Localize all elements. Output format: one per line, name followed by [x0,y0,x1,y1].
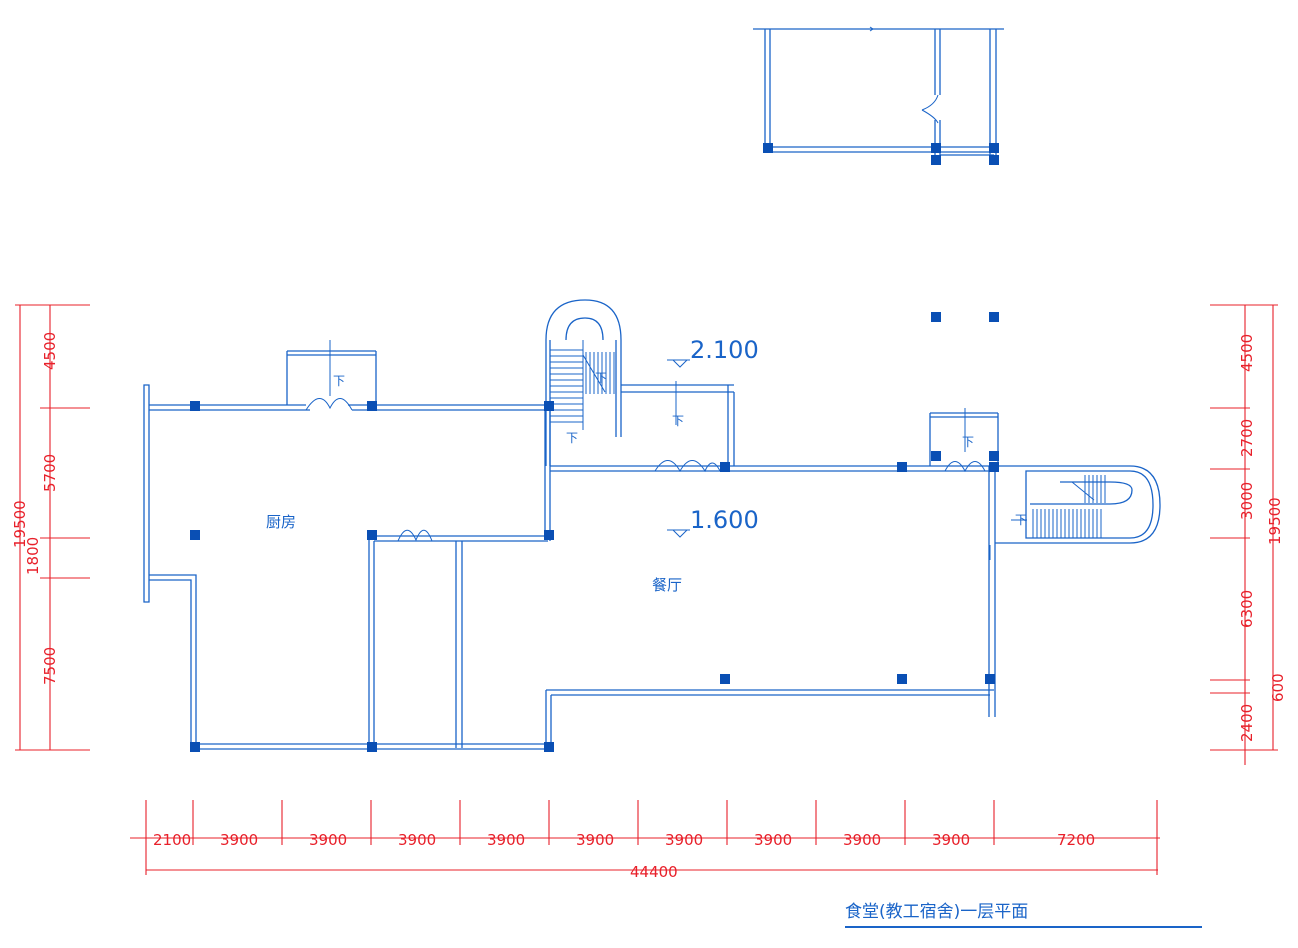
bottom-dim-label: 3900 [309,831,347,849]
left-dim-label: 5700 [41,454,59,492]
bottom-dim-label: 3900 [932,831,970,849]
elevation-upper: 2.100 [690,336,759,364]
bottom-dim-label: 3900 [398,831,436,849]
right-dim-label: 2400 [1238,704,1256,742]
main-building-walls [143,299,1161,750]
bottom-dim-label: 7200 [1057,831,1095,849]
dining-label: 餐厅 [652,576,682,594]
right-dim-total: 19500 [1266,497,1284,545]
elevation-lower: 1.600 [690,506,759,534]
bottom-dim-label: 3900 [220,831,258,849]
bottom-dim-label: 2100 [153,831,191,849]
right-dimension-chain: 4500 2700 3000 6300 2400 600 19500 [1210,304,1287,765]
stair-mark: 下 [672,414,684,428]
right-dim-label: 6300 [1238,590,1256,628]
left-dimension-chain: 4500 5700 1800 7500 19500 [11,304,90,751]
left-dim-label: 4500 [41,332,59,370]
left-dim-label: 7500 [41,647,59,685]
top-annex-plan [753,26,1004,156]
stair-direction-marks: 下 下 下 下 下 下 [333,371,1027,527]
stair-mark: 下 [962,435,974,449]
bottom-dim-label: 3900 [487,831,525,849]
stair-mark: 下 [1015,513,1027,527]
drawing-title-text: 食堂(教工宿舍)一层平面 [845,902,1028,922]
room-labels: 厨房 餐厅 [266,513,682,594]
bottom-dim-label: 3900 [665,831,703,849]
bottom-dimension-chain: 2100 3900 3900 3900 3900 3900 3900 3900 … [130,800,1160,881]
bottom-dim-total: 44400 [630,863,678,881]
bottom-dim-label: 3900 [576,831,614,849]
elevation-markers: 2.100 1.600 [667,336,759,538]
left-dim-total: 19500 [11,500,29,548]
right-dim-label: 2700 [1238,419,1256,457]
right-dim-label: 4500 [1238,334,1256,372]
stair-mark: 下 [333,374,345,388]
right-dim-label: 3000 [1238,482,1256,520]
stair-mark: 下 [595,371,607,385]
right-dim-extra: 600 [1269,673,1287,702]
bottom-dim-label: 3900 [843,831,881,849]
structural-columns [190,143,999,752]
kitchen-label: 厨房 [266,513,296,531]
drawing-title: 食堂(教工宿舍)一层平面 [845,902,1202,928]
stair-mark: 下 [566,431,578,445]
bottom-dim-label: 3900 [754,831,792,849]
left-dim-label: 1800 [24,537,42,575]
